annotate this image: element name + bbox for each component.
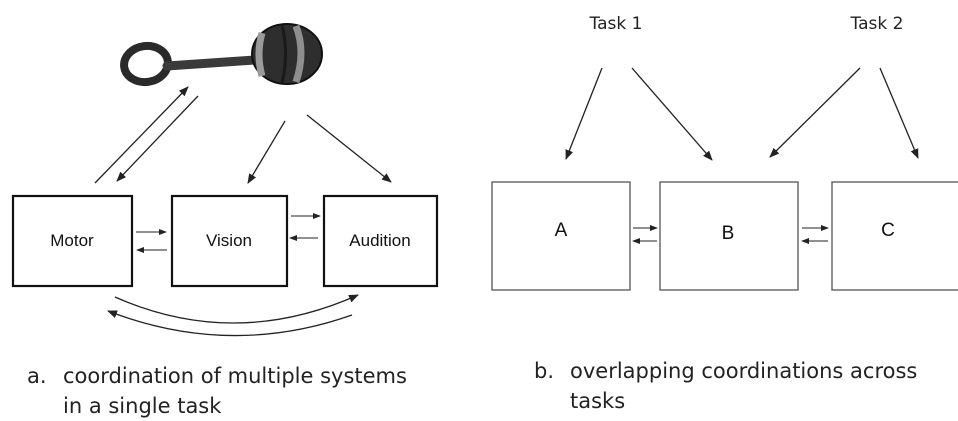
arrow-task2-to-b xyxy=(769,67,861,158)
panel-a: Motor Vision Audition xyxy=(11,23,439,337)
caption-a: a. coordination of multiple systems in a … xyxy=(27,361,407,421)
motor-box: Motor xyxy=(11,194,134,288)
arrow-task1-to-a xyxy=(565,67,603,160)
audition-label: Audition xyxy=(349,231,410,250)
box-c-label: C xyxy=(881,220,895,241)
box-a-label: A xyxy=(555,220,568,241)
arrow-motor-to-object xyxy=(94,86,189,184)
motor-label: Motor xyxy=(50,231,94,250)
arrow-object-to-audition xyxy=(306,114,392,183)
arrow-object-to-vision xyxy=(247,120,286,184)
task-1-label: Task 1 xyxy=(589,14,643,34)
audition-box: Audition xyxy=(322,194,439,288)
vision-box: Vision xyxy=(170,194,289,288)
box-a: A xyxy=(491,181,631,291)
box-c: C xyxy=(831,181,958,291)
caption-a-marker: a. xyxy=(27,364,47,388)
panel-b: Task 1 Task 2 A B C xyxy=(491,14,958,291)
arrow-task2-to-c xyxy=(879,67,919,159)
task-2-label: Task 2 xyxy=(850,14,904,34)
curve-audition-to-motor xyxy=(107,310,353,337)
caption-a-line1: coordination of multiple systems xyxy=(63,364,407,388)
arrow-task1-to-b xyxy=(631,67,713,161)
caption-a-line2: in a single task xyxy=(63,394,222,418)
caption-b: b. overlapping coordinations across tasks xyxy=(534,356,917,416)
caption-b-marker: b. xyxy=(534,359,555,383)
vision-label: Vision xyxy=(206,231,252,250)
rattle-toy-icon xyxy=(120,23,323,87)
caption-b-line1: overlapping coordinations across xyxy=(570,359,918,383)
box-b-label: B xyxy=(722,223,735,244)
box-b: B xyxy=(659,181,799,291)
curve-motor-to-audition xyxy=(114,294,359,324)
arrow-object-to-motor xyxy=(116,95,199,182)
caption-b-line2: tasks xyxy=(570,389,626,413)
